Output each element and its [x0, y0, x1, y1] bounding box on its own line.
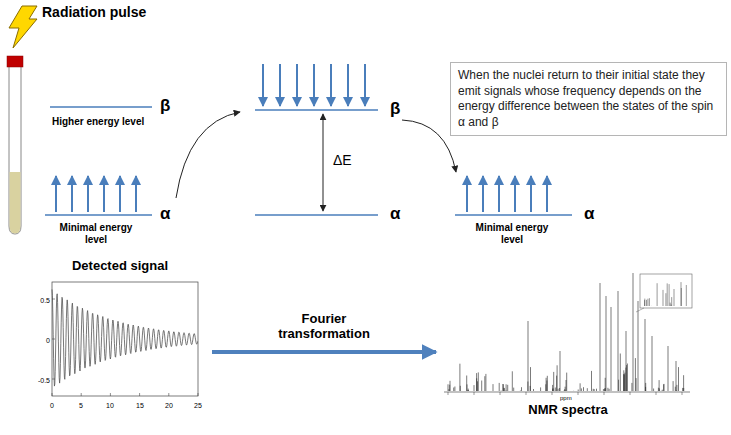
- signal-plot: Detected signal: [36, 258, 204, 404]
- level-name: Minimal energy level: [468, 222, 556, 245]
- energy-gap-label: ΔE: [333, 152, 352, 168]
- relaxation-arrow: [402, 120, 456, 172]
- plot-title: NMR spectra: [440, 402, 696, 418]
- axis-tick: 10: [102, 402, 118, 410]
- axis-tick: 20: [161, 402, 177, 410]
- test-tube: [7, 56, 23, 234]
- edge-label: Fourier transformation: [264, 312, 384, 342]
- axis-tick: 0: [34, 337, 50, 345]
- nmr-spectrum-graph: [440, 262, 696, 402]
- fid-graph: [36, 274, 204, 404]
- axis-tick: 0.5: [34, 297, 50, 305]
- lightning-icon: [9, 6, 37, 48]
- level-name: Minimal energy level: [52, 222, 140, 245]
- level-symbol: β: [390, 99, 400, 119]
- axis-tick: -0.5: [34, 377, 50, 385]
- axis-tick: 5: [73, 402, 89, 410]
- level-symbol: α: [584, 204, 594, 224]
- note-box: When the nuclei return to their initial …: [450, 62, 727, 136]
- axis-unit: ppm: [560, 395, 572, 402]
- level-symbol: α: [390, 204, 400, 224]
- spectrum-plot: NMR spectra: [440, 262, 696, 418]
- axis-tick: 25: [190, 402, 206, 410]
- axis-tick: 15: [132, 402, 148, 410]
- note-text: When the nuclei return to their initial …: [458, 68, 719, 130]
- level-symbol: α: [160, 204, 170, 224]
- level-name: Higher energy level: [52, 116, 162, 128]
- excitation-arrow: [176, 112, 240, 198]
- level-symbol: β: [160, 96, 170, 116]
- energy-gap-arrow: [323, 114, 324, 211]
- process-arrow: [212, 350, 436, 354]
- plot-title: Detected signal: [36, 258, 204, 274]
- title-label: Radiation pulse: [42, 4, 146, 20]
- axis-tick: 0: [44, 402, 60, 410]
